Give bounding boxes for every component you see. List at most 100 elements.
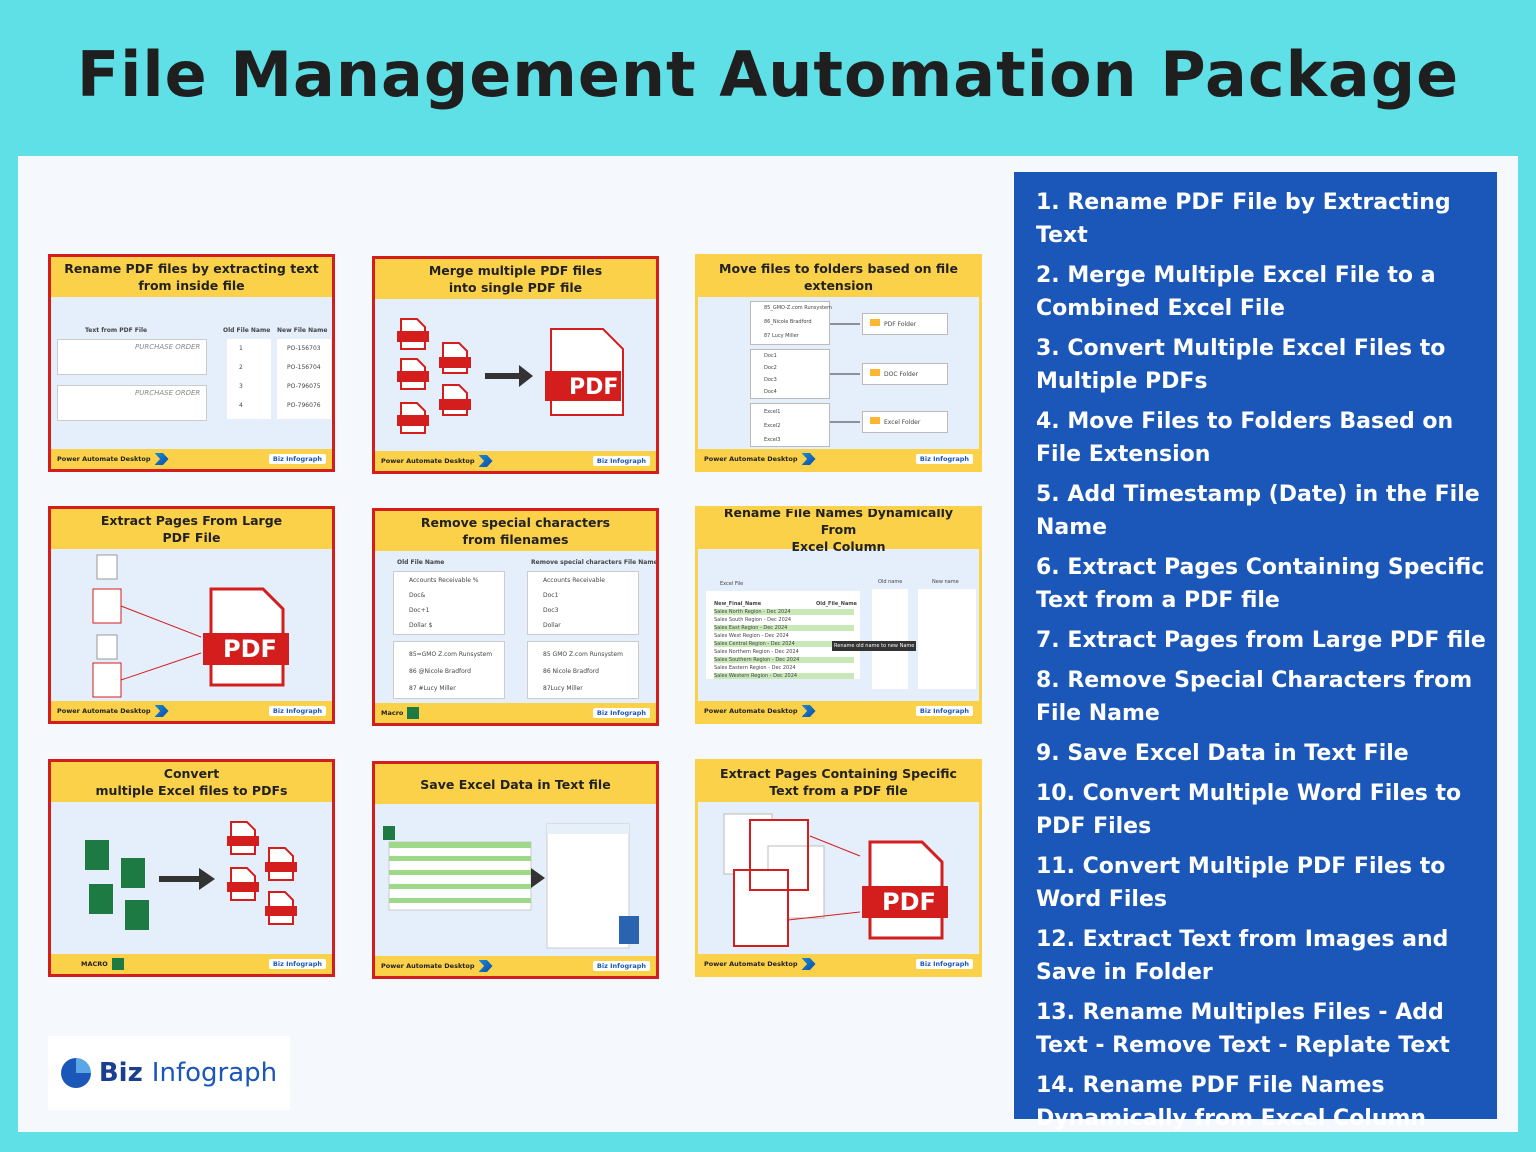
col-label: New File Name: [277, 327, 328, 334]
pdf-doc-thumb: [57, 339, 207, 375]
card-illustration: [51, 802, 332, 957]
power-automate-icon: [801, 958, 816, 970]
list-item: 7. Extract Pages from Large PDF file: [1036, 628, 1486, 653]
card-footer: Power Automate Desktop Biz Infograph: [698, 701, 979, 721]
file-list: [527, 641, 639, 699]
brand-logo[interactable]: Biz Infograph: [48, 1036, 290, 1110]
list-item: 11. Convert Multiple PDF Files to Word F…: [1036, 854, 1446, 912]
card-footer: Power Automate Desktop Biz Infograph: [51, 701, 332, 721]
pie-logo-icon: [60, 1058, 91, 1088]
power-automate-icon: [154, 705, 169, 717]
brand-badge: Biz Infograph: [592, 456, 650, 466]
list-item: 4. Move Files to Folders Based on File E…: [1036, 409, 1454, 467]
brand-badge: Biz Infograph: [915, 959, 973, 969]
card-rename-from-excel[interactable]: Rename File Names Dynamically From Excel…: [695, 506, 982, 724]
pdf-label: PDF: [223, 635, 277, 663]
pdf-label: PDF: [569, 375, 619, 400]
card-rename-pdf[interactable]: Rename PDF files by extracting text from…: [48, 254, 335, 472]
col-label: Old File Name: [397, 559, 445, 566]
card-header: Rename PDF files by extracting text from…: [51, 257, 332, 297]
card-illustration: PDF: [698, 802, 979, 957]
footer-label: Power Automate Desktop: [57, 707, 151, 715]
file-name: Doc4: [764, 389, 777, 395]
card-move-files[interactable]: Move files to folders based on file exte…: [695, 254, 982, 472]
card-illustration: Excel File New_Final_Name Old_File_Name …: [698, 549, 979, 704]
power-automate-icon: [478, 960, 493, 972]
explorer-old: [872, 589, 908, 689]
card-header: Merge multiple PDF files into single PDF…: [375, 259, 656, 299]
file-list: [393, 571, 505, 635]
card-footer: Power Automate Desktop Biz Infograph: [698, 449, 979, 469]
card-footer: Macro Biz Infograph: [375, 703, 656, 723]
excel-row: Sales East Region - Dec 2024: [714, 625, 854, 631]
power-automate-icon: [154, 453, 169, 465]
new-file-name: PO-156704: [287, 364, 321, 371]
old-file-name: 2: [239, 364, 243, 371]
list-item: 6. Extract Pages Containing Specific Tex…: [1036, 555, 1485, 613]
folder-box: [862, 363, 948, 385]
list-item: 8. Remove Special Characters from File N…: [1036, 668, 1473, 726]
old-file-name: 4: [239, 402, 243, 409]
file-name: Doc3: [543, 607, 559, 614]
excel-table: [706, 591, 860, 679]
file-name: Doc1: [764, 353, 777, 359]
footer-label: Power Automate Desktop: [704, 960, 798, 968]
list-item: 13. Rename Multiples Files - Add Text - …: [1036, 1000, 1450, 1058]
card-header: Save Excel Data in Text file: [375, 764, 656, 804]
brand-badge: Biz Infograph: [915, 454, 973, 464]
list-item: 3. Convert Multiple Excel Files to Multi…: [1036, 336, 1446, 394]
file-name: Excel3: [764, 437, 781, 443]
card-extract-specific-text[interactable]: Extract Pages Containing Specific Text f…: [695, 759, 982, 977]
excel-row: Sales South Region - Dec 2024: [714, 617, 792, 623]
file-name: Excel1: [764, 409, 781, 415]
file-name: 85 GMO Z.com Runsystem: [543, 651, 623, 658]
card-illustration: 85_GMO-Z.com Runsystem 86_Nicole Bradfor…: [698, 297, 979, 452]
card-footer: Power Automate Desktop Biz Infograph: [698, 954, 979, 974]
brand-badge: Biz Infograph: [592, 708, 650, 718]
brand-badge: Biz Infograph: [592, 961, 650, 971]
folder-label: PDF Folder: [884, 321, 917, 328]
excel-row: Sales Central Region - Dec 2024: [714, 641, 854, 647]
list-item: 5. Add Timestamp (Date) in the File Name: [1036, 482, 1480, 540]
card-illustration: Text from PDF File Old File Name New Fil…: [51, 297, 332, 452]
footer-label: Macro: [381, 709, 404, 717]
excel-row: Sales West Region - Dec 2024: [714, 633, 789, 639]
footer-label: Power Automate Desktop: [381, 962, 475, 970]
file-name: Doc&: [409, 592, 426, 599]
card-excel-to-pdf[interactable]: Convert multiple Excel files to PDFs MAC…: [48, 759, 335, 977]
folder-label: Excel Folder: [884, 419, 921, 426]
footer-label: Power Automate Desktop: [57, 455, 151, 463]
list-item: 12. Extract Text from Images and Save in…: [1036, 927, 1449, 985]
new-file-name: PO-796076: [287, 402, 321, 409]
logo-brand-2: Infograph: [151, 1058, 278, 1088]
card-extract-pages[interactable]: Extract Pages From Large PDF File PDF Po…: [48, 506, 335, 724]
col-label: Old name: [878, 579, 903, 585]
file-list: [527, 571, 639, 635]
pdf-doc-thumb: [57, 385, 207, 421]
folder-box: [862, 313, 948, 335]
file-name: 86 @Nicole Bradford: [409, 668, 471, 675]
card-merge-pdf[interactable]: Merge multiple PDF files into single PDF…: [372, 256, 659, 474]
brand-badge: Biz Infograph: [268, 959, 326, 969]
power-automate-icon: [801, 705, 816, 717]
brand-badge: Biz Infograph: [268, 454, 326, 464]
card-footer: Power Automate Desktop Biz Infograph: [375, 956, 656, 976]
file-name: 86_Nicole Bradford: [764, 319, 812, 325]
list-item: 1. Rename PDF File by Extracting Text: [1036, 190, 1451, 248]
file-group: [750, 403, 830, 447]
col-label: Old File Name: [223, 327, 271, 334]
footer-label: MACRO: [81, 960, 108, 968]
new-file-name: PO-796075: [287, 383, 321, 390]
file-name: Doc3: [764, 377, 777, 383]
card-header: Extract Pages From Large PDF File: [51, 509, 332, 549]
excel-row: Sales Eastern Region - Dec 2024: [714, 665, 796, 671]
extract-specific-text-illustration: [723, 813, 948, 947]
callout: Rename old name to new Name: [832, 641, 917, 651]
arrows: [830, 319, 880, 424]
feature-list: 1. Rename PDF File by Extracting Text 2.…: [1014, 172, 1497, 1131]
card-remove-special-chars[interactable]: Remove special characters from filenames…: [372, 508, 659, 726]
pdf-label: PDF: [882, 888, 936, 916]
folder-box: [862, 411, 948, 433]
power-automate-icon: [478, 455, 493, 467]
card-excel-to-text[interactable]: Save Excel Data in Text file Power Autom…: [372, 761, 659, 979]
